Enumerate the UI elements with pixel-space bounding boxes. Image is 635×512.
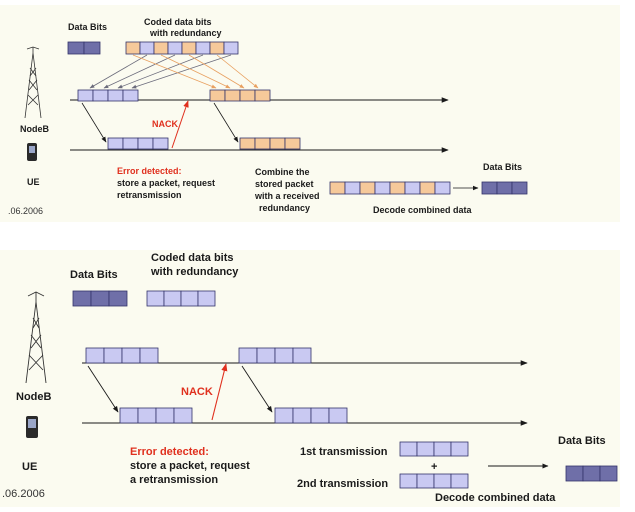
redundancy-transmission-block	[209, 89, 271, 102]
data-bits-block	[72, 290, 128, 307]
combine-line1: Combine the	[255, 167, 310, 177]
antenna-tower-icon	[25, 291, 47, 384]
combined-data-block	[329, 181, 451, 195]
nack-arrow	[211, 363, 228, 421]
mobile-phone-icon	[26, 416, 38, 438]
data-bits-label: Data Bits	[68, 22, 107, 32]
decode-combined-label: Decode combined data	[373, 205, 473, 215]
combine-line2: stored packet	[255, 179, 314, 189]
error-detail-line2: store a packet, request	[130, 460, 250, 472]
error-detected-label: Error detected:	[117, 166, 182, 176]
retransmission-block	[238, 347, 312, 364]
received-retransmission-block	[274, 407, 348, 424]
stored-first-block	[399, 441, 469, 457]
received-redundancy-block	[239, 137, 301, 150]
top-diagram: NodeB UE .06.2006 Data Bits Coded data b…	[8, 17, 528, 216]
second-transmission-label: 2nd transmission	[297, 478, 388, 490]
plus-sign: +	[431, 461, 437, 473]
propagation-arrow-1	[81, 102, 107, 143]
coded-bits-block	[125, 41, 239, 55]
result-data-bits-block	[481, 181, 528, 195]
combine-line4: redundancy	[259, 203, 310, 213]
combine-line3: with a received	[254, 191, 320, 201]
nack-arrow	[171, 100, 189, 149]
stored-second-block	[399, 473, 469, 489]
redundancy-to-second-tx-arrows	[132, 54, 259, 89]
error-detected-label: Error detected:	[130, 446, 209, 458]
coded-bits-label-line2: with redundancy	[150, 266, 239, 278]
received-first-block	[107, 137, 169, 150]
ue-label: UE	[22, 461, 37, 473]
error-detail-line3: retransmission	[117, 190, 182, 200]
propagation-arrow-1	[87, 365, 119, 413]
received-first-block	[119, 407, 193, 424]
mobile-phone-icon	[27, 143, 37, 161]
nack-label: NACK	[152, 119, 178, 129]
bottom-diagram: NodeB UE .06.2006 Data Bits Coded data b…	[2, 252, 618, 504]
coded-bits-label-line1: Coded data bits	[151, 252, 234, 264]
result-data-bits-label: Data Bits	[558, 435, 606, 447]
data-bits-label: Data Bits	[70, 269, 118, 281]
first-transmission-label: 1st transmission	[300, 446, 388, 458]
first-transmission-block	[77, 89, 139, 102]
propagation-arrow-2	[213, 102, 239, 143]
propagation-arrow-2	[241, 365, 273, 413]
coded-bits-label-line2: with redundancy	[149, 28, 222, 38]
error-detail-line3: a retransmission	[130, 474, 218, 486]
antenna-tower-icon	[24, 46, 42, 119]
coded-bits-label-line1: Coded data bits	[144, 17, 212, 27]
nack-label: NACK	[181, 386, 213, 398]
result-data-bits-block	[565, 465, 618, 482]
result-data-bits-label: Data Bits	[483, 162, 522, 172]
decode-combined-label: Decode combined data	[435, 492, 556, 504]
nodeb-label: NodeB	[20, 124, 50, 134]
date-label: .06.2006	[2, 488, 45, 500]
data-bits-block	[67, 41, 101, 55]
coded-to-first-tx-arrows	[89, 54, 232, 89]
nodeb-label: NodeB	[16, 391, 52, 403]
coded-bits-block	[146, 290, 216, 307]
error-detail-line2: store a packet, request	[117, 178, 215, 188]
first-transmission-block	[85, 347, 159, 364]
date-label: .06.2006	[8, 206, 43, 216]
ue-label: UE	[27, 177, 40, 187]
